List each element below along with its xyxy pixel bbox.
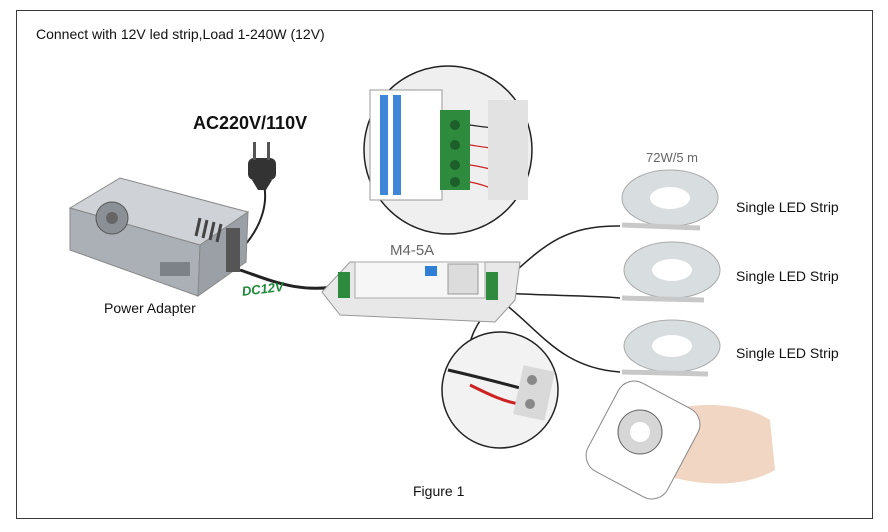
strip-spec-label: 72W/5 m: [646, 150, 699, 165]
psu-terminal-block: [226, 228, 240, 272]
led-strip-reel-1: [621, 169, 719, 231]
led-controller-box: [321, 261, 521, 323]
led-strip-reels: [621, 169, 721, 377]
diagram-title: Connect with 12V led strip,Load 1-240W (…: [36, 26, 325, 42]
wire-to-strip2: [499, 292, 621, 299]
strip-label-1: Single LED Strip: [736, 199, 839, 215]
led-strip-reel-2: [621, 241, 721, 303]
strip-label-3: Single LED Strip: [736, 345, 839, 361]
controller-output-terminal: [486, 272, 498, 300]
wire-to-strip3: [499, 299, 621, 373]
remote-control-in-hand: [585, 380, 775, 500]
terminal-zoom-lens: [363, 65, 533, 235]
ac-input-label: AC220V/110V: [193, 113, 308, 133]
power-plug-icon: [248, 142, 276, 190]
diagram-frame: [16, 10, 873, 519]
led-strip-reel-3: [621, 319, 721, 377]
power-adapter-label: Power Adapter: [104, 300, 196, 316]
power-supply-unit: [68, 177, 250, 297]
controller-input-terminal: [338, 272, 350, 298]
strip-label-2: Single LED Strip: [736, 268, 839, 284]
figure-caption: Figure 1: [413, 483, 465, 499]
controller-model-label: M4-5A: [390, 242, 435, 259]
dimmer-connector-lens: [441, 331, 559, 449]
